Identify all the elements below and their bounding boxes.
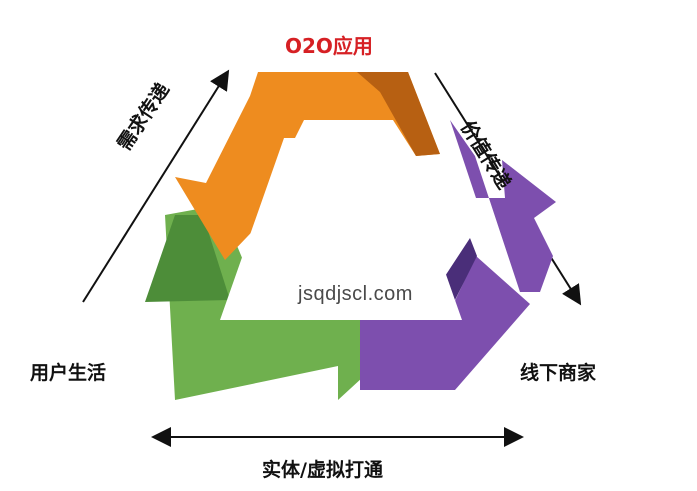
orange-arrow-shadow — [357, 72, 440, 156]
orange-arrow-band — [175, 72, 440, 260]
purple-lower-band — [360, 256, 530, 390]
edge-bottom-label: 实体/虚拟打通 — [262, 459, 383, 481]
watermark-text: jsqdjscl.com — [298, 283, 413, 305]
center-triangle — [220, 138, 462, 320]
green-arrow-shadow — [145, 215, 230, 302]
node-offline-merchant: 线下商家 — [520, 362, 597, 384]
node-user-life: 用户生活 — [30, 362, 107, 384]
left-axis-arrow — [82, 69, 230, 303]
purple-arrow-band — [450, 120, 556, 292]
diagram-title: O2O应用 — [285, 34, 373, 58]
